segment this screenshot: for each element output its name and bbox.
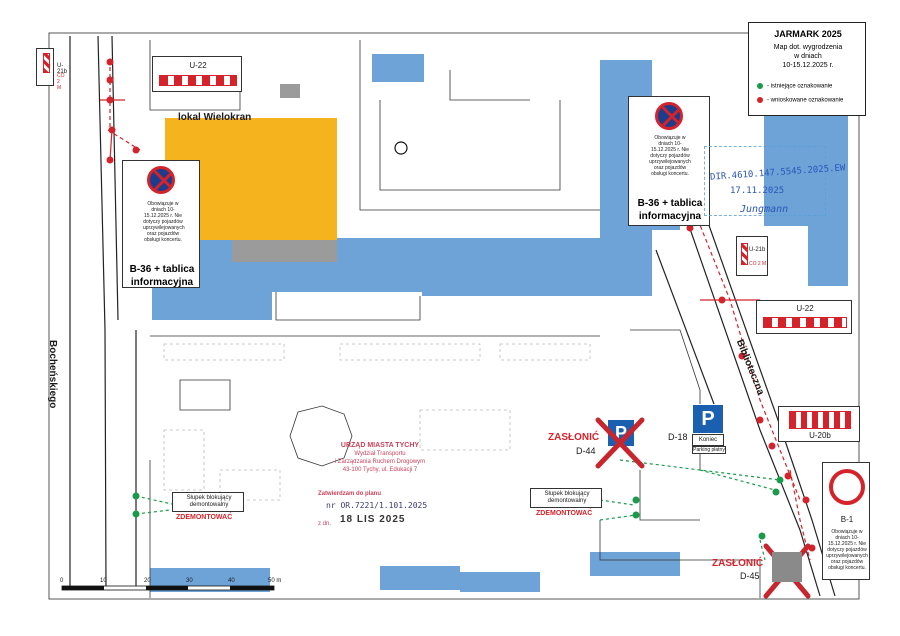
b36-left-caption: B-36 + tablica informacyjna: [129, 264, 195, 288]
legend-existing: - istniejące oznakowanie: [757, 83, 832, 90]
u22-top-code: U-22: [189, 61, 207, 70]
street-bochenskiego: [69, 35, 137, 591]
b36-left-note: Obowiązuje w dniach 10-15.12.2025 r. Nie…: [143, 201, 185, 243]
u21b-left-sub: CO 2 M: [57, 73, 65, 91]
approval-approved: Zatwierdzam do planu: [318, 491, 382, 497]
u20b-barrier-icon: [789, 411, 851, 429]
no-stopping-icon: [655, 102, 683, 130]
existing-dots: [132, 476, 784, 540]
scale-tick-50: 50 m: [268, 578, 282, 584]
grey-annex: [232, 240, 337, 262]
parking-icon: P: [692, 404, 724, 434]
d18-plate: Koniec: [692, 434, 724, 446]
blue-stamp-date: 17.11.2025: [730, 186, 785, 196]
proposed-dots: [106, 58, 816, 552]
legend-box: JARMARK 2025 Map dot. wygrodzenia w dnia…: [748, 22, 866, 116]
b36-right-note: Obowiązuje w dniach 10-15.12.2025 r. Nie…: [649, 135, 691, 177]
u21b-stripe-icon: [43, 53, 50, 73]
label-zaslonic-d44: ZASŁONIĆ: [548, 432, 600, 443]
red-dot-icon: [757, 97, 763, 103]
sign-u21b-left: U-21b CO 2 M: [36, 48, 67, 91]
place-label-lokal: lokal Wielokran: [178, 112, 252, 123]
u22-right-code: U-22: [796, 304, 814, 313]
existing-lines: [135, 459, 781, 561]
no-stopping-icon: [147, 166, 175, 194]
legend-proposed: - wnioskowane oznakowanie: [757, 97, 843, 104]
scale-tick-10: 10: [100, 578, 107, 584]
sign-d44: P: [608, 420, 638, 450]
label-d44: D-44: [576, 446, 596, 456]
sign-d45: [772, 552, 802, 582]
legend-title: JARMARK 2025: [774, 29, 842, 39]
label-d45: D-45: [740, 571, 760, 581]
scale-tick-20: 20: [144, 578, 151, 584]
u21b-right-sub: CO 2 M: [749, 261, 767, 267]
u22-barrier-icon: [763, 317, 847, 328]
note-slupek-right: Słupek blokujący demontowalny: [530, 488, 602, 508]
sign-b36-left: Obowiązuje w dniach 10-15.12.2025 r. Nie…: [122, 160, 200, 288]
approval-date-prefix: z dn.: [318, 521, 332, 527]
blue-stamp-signature: Jungmann: [740, 204, 789, 215]
scale-tick-30: 30: [186, 578, 193, 584]
u22-barrier-icon: [159, 75, 237, 86]
label-zaslonic-d45: ZASŁONIĆ: [712, 558, 764, 569]
b1-code: B-1: [840, 515, 854, 524]
approval-date: 18 LIS 2025: [340, 514, 406, 525]
scale-tick-40: 40: [228, 578, 235, 584]
u21b-left-code: U-21b: [57, 63, 68, 75]
no-entry-icon: [829, 469, 865, 505]
sign-u22-top: U-22: [152, 56, 242, 92]
approval-number: nr OR.7221/1.101.2025: [326, 501, 428, 510]
sign-u20b: U-20b: [778, 406, 860, 442]
legend-subtitle: Map dot. wygrodzenia w dniach 10-15.12.2…: [773, 44, 843, 69]
scale-tick-0: 0: [60, 578, 64, 584]
sign-u21b-right: U-21b CO 2 M: [736, 236, 768, 276]
blue-stamp-box: [704, 146, 826, 216]
d18-note: Parking płatny: [692, 446, 726, 454]
green-dot-icon: [757, 83, 763, 89]
label-zdemontowac-right: ZDEMONTOWAĆ: [536, 510, 593, 517]
label-zdemontowac-left: ZDEMONTOWAĆ: [176, 514, 233, 521]
sign-b1: B-1 Obowiązuje w dniach 10-15.12.2025 r.…: [822, 462, 870, 580]
note-slupek-left: Słupek blokujący demontowalny: [172, 492, 244, 512]
approval-stamp: URZĄD MIASTA TYCHY Wydział Transportu i …: [334, 442, 426, 473]
label-d18: D-18: [668, 432, 688, 442]
street-label-bochenskiego: Bocheńskiego: [47, 340, 58, 409]
b1-note: Obowiązuje w dniach 10-15.12.2025 r. Nie…: [826, 529, 868, 571]
u21b-right-code: U-21b: [749, 247, 766, 253]
u20b-code: U-20b: [809, 431, 831, 440]
parking-icon: P: [608, 420, 634, 446]
sign-b36-right: Obowiązuje w dniach 10-15.12.2025 r. Nie…: [628, 96, 710, 226]
b36-right-caption: B-36 + tablica informacyjna: [637, 198, 703, 222]
scale-bar: [61, 585, 275, 591]
sign-u22-right: U-22: [756, 300, 852, 334]
sign-d18: P Koniec Parking płatny: [690, 404, 726, 474]
u21b-stripe-icon: [741, 243, 748, 265]
site-plan-marks: [163, 343, 591, 501]
